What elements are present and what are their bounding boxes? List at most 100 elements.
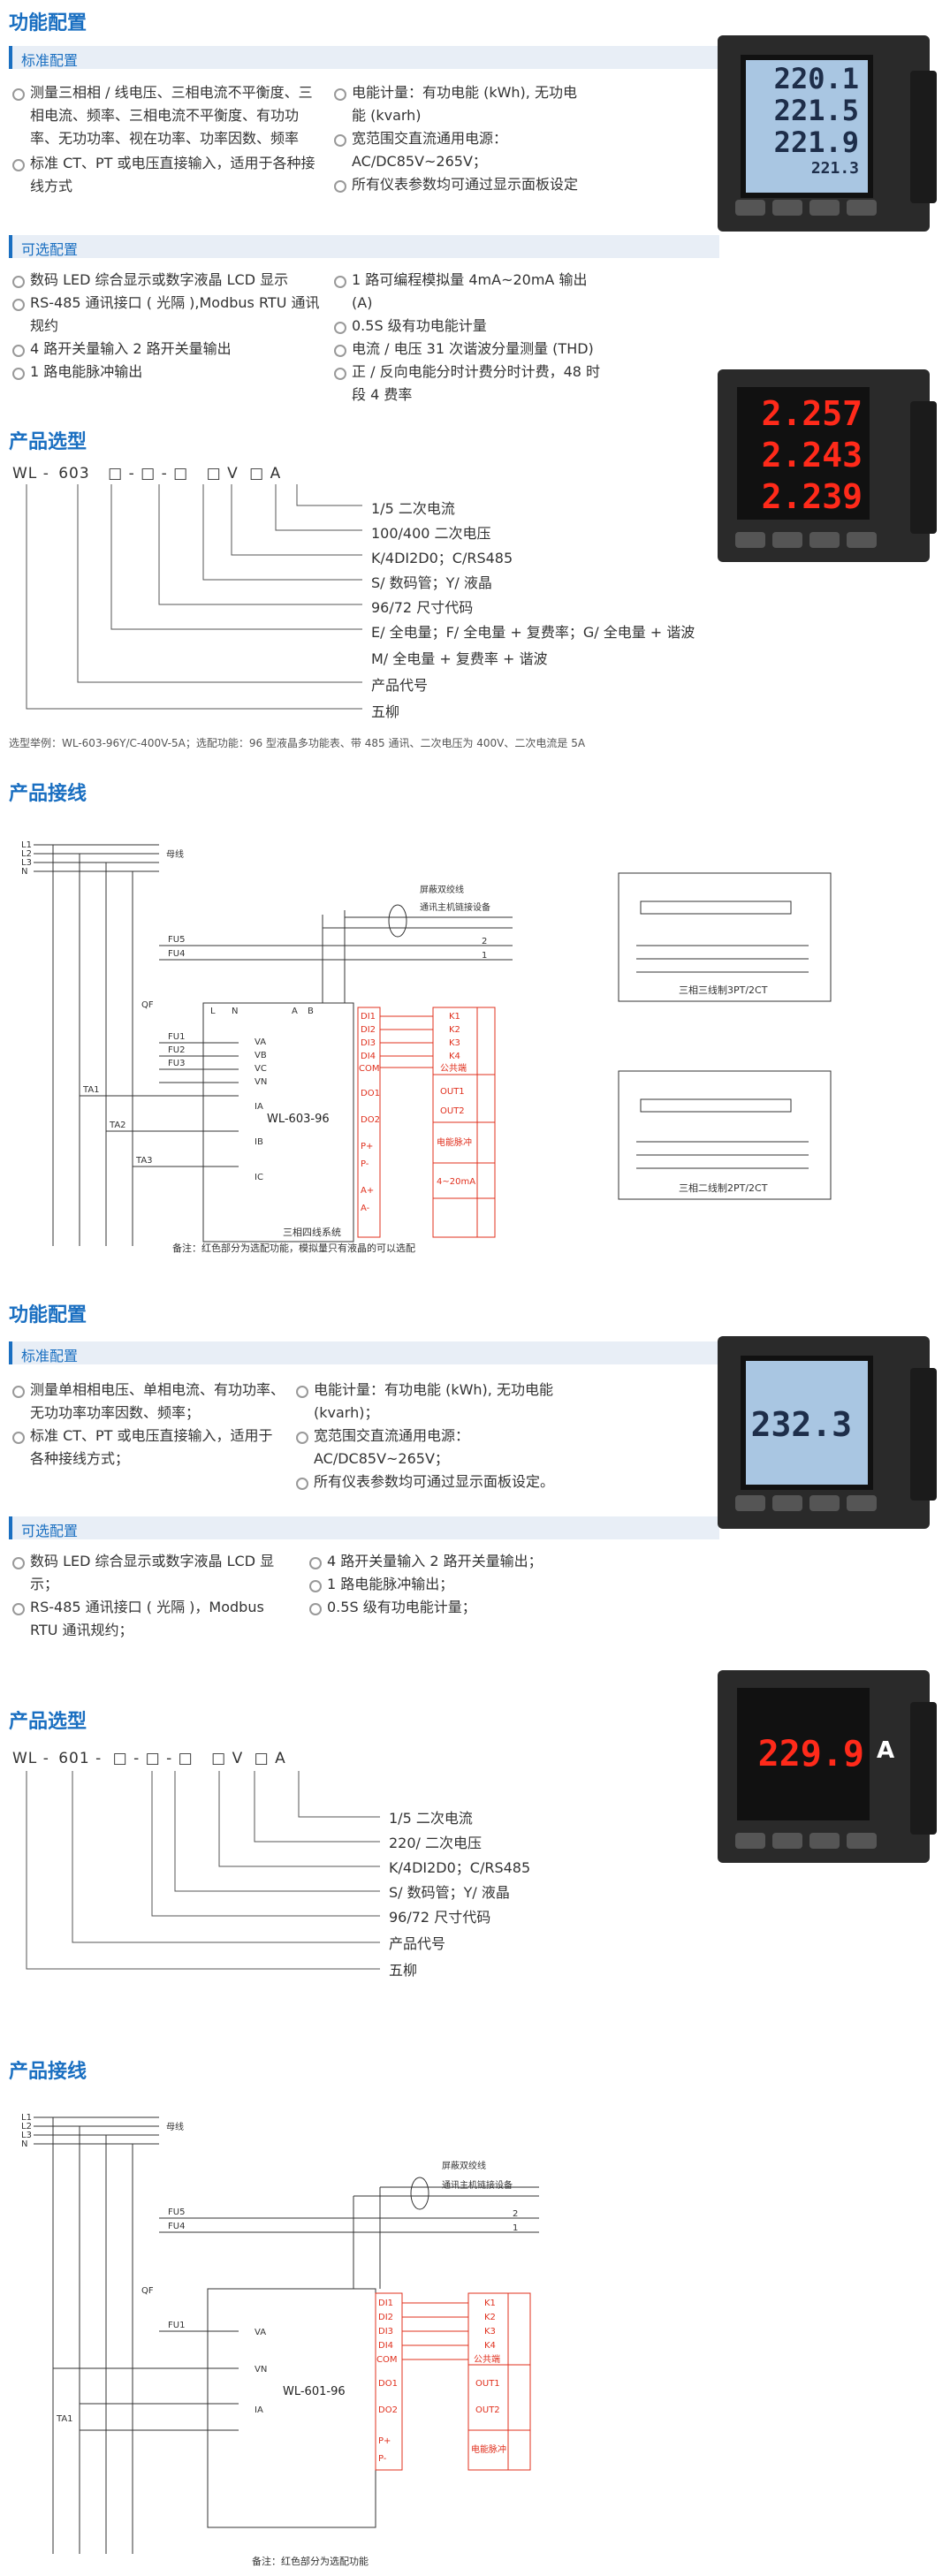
section1-title: 功能配置	[9, 12, 87, 34]
bus2-label-l3: L3	[21, 2131, 32, 2140]
opt-label-k3: K3	[449, 1038, 460, 1048]
wiring2-note: 备注：红色部分为选配功能	[252, 2555, 369, 2567]
opt-label-pulse: 电能脉冲	[437, 1136, 472, 1148]
fuse-fu2: FU2	[168, 1045, 185, 1055]
ta2-label: TA2	[109, 1121, 126, 1130]
input-vn: VN	[255, 1077, 267, 1087]
opt-features-right: 1 路可编程模拟量 4mA~20mA 输出 (A) 0.5S 级有功电能计量 电…	[334, 269, 608, 407]
meter-button-left	[735, 532, 765, 548]
opt-term-di4: DI4	[361, 1052, 376, 1061]
meter-lcd-image: 220.1 221.5 221.9 221.3	[718, 35, 937, 232]
opt-label-k4: K4	[449, 1052, 460, 1061]
opt2-label-common: 公共端	[474, 2353, 500, 2365]
fuse-fu3: FU3	[168, 1059, 185, 1068]
feature-item: 电流 / 电压 31 次谐波分量测量 (THD)	[334, 338, 608, 361]
feature-item: 4 路开关量输入 2 路开关量输出；	[309, 1550, 592, 1573]
opt2-label-pulse: 电能脉冲	[471, 2443, 506, 2455]
meter-button-left	[735, 1495, 765, 1511]
bullet-icon	[334, 88, 346, 101]
opt2-term-do1: DO1	[378, 2379, 398, 2389]
led-line-1: 2.257	[761, 394, 863, 433]
bus-label-l3: L3	[21, 858, 32, 868]
std2-features-right: 电能计量：有功电能 (kWh), 无功电能 (kvarh)； 宽范围交直流通用电…	[296, 1379, 597, 1493]
bullet-icon	[12, 1557, 25, 1569]
bullet-icon	[334, 345, 346, 357]
input-ib: IB	[255, 1137, 263, 1147]
model1-example: 选型举例：WL-603-96Y/C-400V-5A；选配功能：96 型液晶多功能…	[9, 737, 586, 749]
feature-item: 1 路电能脉冲输出；	[309, 1573, 592, 1596]
opt2-term-di4: DI4	[378, 2341, 393, 2351]
meter-button-left	[735, 1833, 765, 1849]
comm-label: 通讯主机链接设备	[420, 901, 490, 913]
bullet-icon	[12, 159, 25, 171]
feature-item: 所有仪表参数均可通过显示面板设定	[334, 173, 590, 196]
meter-button-enter	[847, 1833, 877, 1849]
feature-item: 正 / 反向电能分时计费分时计费，48 时段 4 费率	[334, 361, 608, 407]
led-unit: A	[877, 1737, 895, 1764]
led-screen: 2.257 2.243 2.239	[737, 387, 870, 520]
feature-item: 数码 LED 综合显示或数字液晶 LCD 显示；	[12, 1550, 295, 1596]
meter-side-clip	[910, 401, 937, 534]
ta1-label: TA1	[82, 1085, 100, 1095]
opt-label-out2: OUT2	[440, 1106, 465, 1116]
opt-features-left: 数码 LED 综合显示或数字液晶 LCD 显示 RS-485 通讯接口 ( 光隔…	[12, 269, 322, 384]
inset2-caption: 三相二线制2PT/2CT	[679, 1182, 768, 1194]
meter-side-clip	[910, 1368, 937, 1501]
std-config-label-2: 标准配置	[21, 1348, 79, 1364]
term-n: N	[232, 1007, 238, 1016]
ta2-1-label: TA1	[56, 2414, 73, 2424]
opt-config-bar: 可选配置	[9, 235, 719, 258]
bus2-label-l2: L2	[21, 2122, 32, 2131]
feature-item: 测量三相相 / 线电压、三相电流不平衡度、三相电流、频率、三相电流不平衡度、有功…	[12, 81, 322, 150]
opt-term-do1: DO1	[361, 1089, 380, 1098]
meter-button-down	[809, 200, 840, 216]
input-ic: IC	[255, 1173, 263, 1182]
opt2-term-do2: DO2	[378, 2405, 398, 2415]
lcd-line-4: 221.3	[810, 159, 859, 178]
std-features-right: 电能计量：有功电能 (kWh), 无功电能 (kvarh) 宽范围交直流通用电源…	[334, 81, 590, 196]
wiring1-diagram: L1 L2 L3 N 母线 屏蔽双绞线 通讯主机链接设备 FU5 FU4 QF …	[21, 840, 832, 1254]
feature-item: RS-485 通讯接口 ( 光隔 )，Modbus RTU 通讯规约；	[12, 1596, 295, 1642]
model2-labels: 1/5 二次电流 220/ 二次电压 K/4DI2D0；C/RS485 S/ 数…	[389, 1810, 531, 1979]
feature-item: RS-485 通讯接口 ( 光隔 ),Modbus RTU 通讯规约	[12, 292, 322, 338]
feature-item: 1 路电能脉冲输出	[12, 361, 322, 384]
meter-button-down	[809, 1495, 840, 1511]
opt2-label-k2: K2	[484, 2313, 496, 2322]
opt2-term-di3: DI3	[378, 2327, 393, 2337]
std2-features-left: 测量单相相电压、单相电流、有功功率、无功功率功率因数、频率； 标准 CT、PT …	[12, 1379, 286, 1470]
bullet-icon	[334, 180, 346, 193]
opt-term-a-plus: A+	[361, 1186, 374, 1196]
bus-label-l1: L1	[21, 840, 32, 850]
comm2-line-2: 2	[513, 2209, 518, 2219]
meter-button-up	[772, 532, 802, 548]
fuse-fu5: FU5	[168, 935, 185, 945]
bullet-icon	[296, 1432, 308, 1444]
led-line-3: 2.239	[761, 477, 863, 516]
feature-item: 宽范围交直流通用电源：AC/DC85V~265V；	[296, 1425, 597, 1470]
feature-item: 宽范围交直流通用电源：AC/DC85V~265V；	[334, 127, 590, 173]
opt-label-out1: OUT1	[440, 1087, 465, 1097]
meter-button-enter	[847, 200, 877, 216]
feature-item: 1 路可编程模拟量 4mA~20mA 输出 (A)	[334, 269, 608, 315]
fuse2-fu4: FU4	[168, 2222, 185, 2231]
bullet-icon	[334, 134, 346, 147]
feature-item: 数码 LED 综合显示或数字液晶 LCD 显示	[12, 269, 322, 292]
opt2-term-p-plus: P+	[378, 2436, 391, 2446]
wiring1-title: 产品接线	[9, 783, 87, 805]
meter-side-clip	[910, 1702, 937, 1835]
feature-item: 电能计量：有功电能 (kWh), 无功电能 (kvarh)；	[296, 1379, 597, 1425]
opt2-features-right: 4 路开关量输入 2 路开关量输出； 1 路电能脉冲输出； 0.5S 级有功电能…	[309, 1550, 592, 1619]
std-config-label: 标准配置	[21, 52, 79, 69]
feature-item: 电能计量：有功电能 (kWh), 无功电能 (kvarh)	[334, 81, 590, 127]
input-ia: IA	[255, 1102, 263, 1112]
feature-item: 所有仪表参数均可通过显示面板设定。	[296, 1470, 597, 1493]
bus-label-l2: L2	[21, 849, 32, 859]
bus2-label-l1: L1	[21, 2113, 32, 2123]
led-screen-single: 229.9	[737, 1688, 870, 1820]
meter-button-down	[809, 1833, 840, 1849]
opt-label-k1: K1	[449, 1012, 460, 1022]
model1-tree-lines	[26, 484, 362, 710]
bullet-icon	[309, 1580, 322, 1592]
opt2-label-out1: OUT1	[475, 2379, 500, 2389]
input-va: VA	[255, 1037, 266, 1047]
